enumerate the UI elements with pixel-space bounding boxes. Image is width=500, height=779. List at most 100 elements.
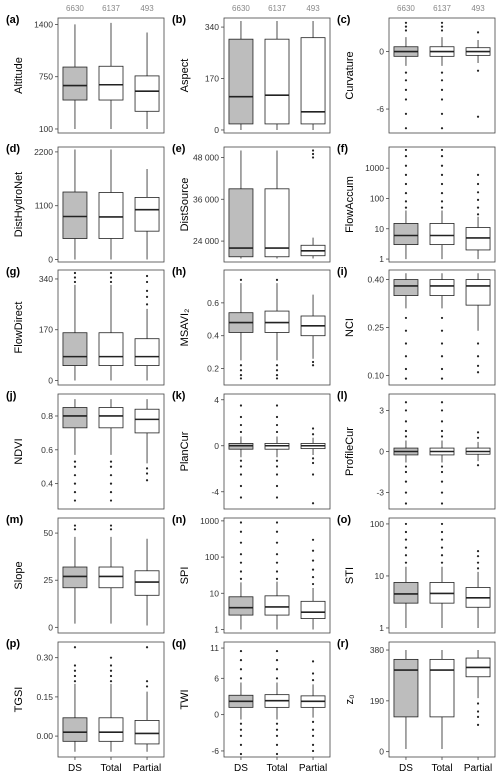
iqr-box — [62, 191, 88, 239]
outlier-point — [404, 127, 408, 130]
y-tick-label: 1000 — [200, 516, 219, 526]
outlier-point — [239, 577, 243, 580]
x-tick-label: Total — [431, 763, 452, 774]
y-tick-label: 11 — [210, 643, 219, 653]
outlier-point — [440, 554, 444, 557]
outlier-point — [404, 164, 408, 167]
box-ds — [228, 278, 254, 380]
outlier-point — [239, 430, 243, 434]
outlier-point — [476, 371, 480, 374]
outlier-point — [404, 465, 408, 468]
outlier-point — [239, 404, 243, 407]
box-partial — [300, 294, 326, 367]
outlier-point — [239, 752, 243, 756]
outlier-point — [239, 374, 243, 377]
box-partial — [300, 538, 326, 630]
outlier-point — [73, 528, 77, 531]
iqr-box — [264, 595, 290, 616]
y-tick-label: 170 — [205, 74, 219, 84]
outlier-point — [404, 355, 408, 358]
outlier-point — [275, 561, 279, 564]
plot-frame — [388, 17, 496, 134]
outlier-point — [239, 484, 243, 488]
outlier-point — [275, 278, 279, 281]
outlier-point — [275, 649, 279, 653]
outlier-point — [404, 342, 408, 345]
outlier-point — [311, 364, 315, 367]
outlier-point — [311, 582, 315, 586]
outlier-point — [239, 541, 243, 544]
box-partial — [465, 431, 491, 467]
outlier-point — [275, 570, 279, 573]
iqr-box — [134, 570, 160, 596]
outlier-point — [404, 429, 408, 433]
outlier-point — [404, 21, 408, 24]
iqr-box — [62, 66, 88, 101]
y-axis-label: NCI — [344, 318, 356, 337]
iqr-box — [393, 223, 419, 246]
y-axis-label: Altitude — [13, 57, 25, 94]
panel-k: (k)PlanCur-404 — [172, 390, 331, 510]
sample-count-label: 493 — [140, 4, 154, 13]
y-axis-label: TGSI — [13, 687, 25, 713]
outlier-point — [239, 415, 243, 419]
iqr-box — [134, 720, 160, 745]
iqr-box — [98, 332, 124, 366]
outlier-point — [404, 200, 408, 203]
y-tick-label: 1400 — [34, 19, 53, 29]
outlier-point — [440, 409, 444, 412]
box-ds — [228, 521, 254, 630]
outlier-point — [476, 198, 480, 201]
plot-frame — [223, 17, 331, 134]
box-total — [98, 656, 124, 752]
outlier-point — [239, 553, 243, 556]
outlier-point — [275, 496, 279, 499]
outlier-point — [239, 722, 243, 725]
panel-letter: (d) — [6, 143, 20, 155]
iqr-box — [62, 407, 88, 429]
plot-frame — [223, 269, 331, 386]
y-tick-label: -6 — [211, 746, 219, 756]
outlier-point — [275, 465, 279, 468]
outlier-point — [275, 577, 279, 580]
outlier-point — [311, 427, 315, 430]
outlier-point — [73, 499, 77, 502]
outlier-point — [311, 672, 315, 675]
y-axis-label: Curvature — [344, 51, 356, 99]
outlier-point — [145, 646, 149, 649]
panel-letter: (o) — [337, 514, 351, 526]
outlier-point — [440, 355, 444, 358]
y-tick-label: 0 — [48, 255, 53, 265]
outlier-point — [440, 71, 444, 74]
outlier-point — [404, 192, 408, 195]
outlier-point — [73, 674, 77, 678]
outlier-point — [404, 546, 408, 549]
outlier-point — [109, 499, 113, 502]
outlier-point — [73, 460, 77, 463]
outlier-point — [440, 21, 444, 24]
outlier-point — [145, 685, 149, 688]
outlier-point — [275, 530, 279, 533]
iqr-box — [98, 65, 124, 101]
outlier-point — [73, 669, 77, 672]
y-tick-label: 0.30 — [36, 653, 53, 663]
panel-l: (l)ProfileCur-303 — [337, 390, 496, 510]
outlier-point — [404, 420, 408, 423]
iqr-box — [264, 38, 290, 125]
outlier-point — [404, 329, 408, 332]
outlier-point — [404, 71, 408, 74]
outlier-point — [440, 88, 444, 91]
outlier-point — [275, 404, 279, 407]
outlier-point — [239, 659, 243, 662]
outlier-point — [275, 364, 279, 367]
outlier-point — [476, 464, 480, 467]
plot-frame — [57, 146, 165, 263]
y-tick-label: 0 — [214, 710, 219, 720]
iqr-box — [62, 717, 88, 742]
panel-letter: (r) — [337, 638, 349, 650]
outlier-point — [476, 364, 480, 367]
